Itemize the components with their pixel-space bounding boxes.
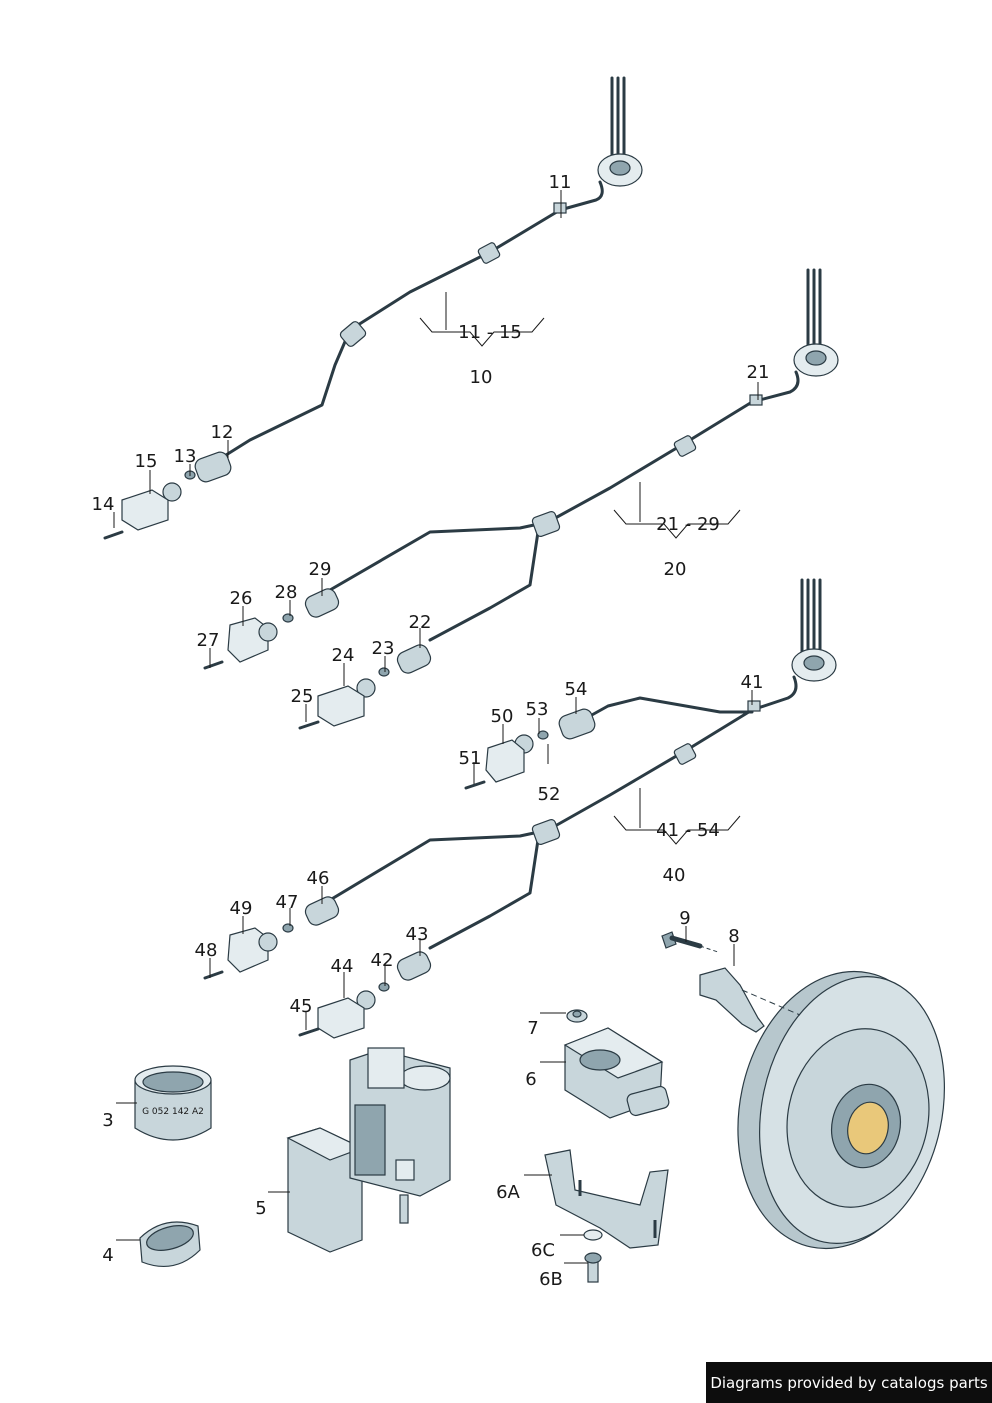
- label-part-5: 5: [255, 1198, 266, 1219]
- label-part-7: 7: [527, 1018, 538, 1039]
- label-part-6C: 6C: [531, 1240, 555, 1261]
- label-part-49: 49: [230, 898, 253, 919]
- label-part-27: 27: [197, 630, 220, 651]
- label-group-20: 20: [664, 559, 687, 580]
- label-part-24: 24: [332, 645, 355, 666]
- label-part-13: 13: [174, 446, 197, 467]
- label-part-29: 29: [309, 559, 332, 580]
- diagram-credit-banner: Diagrams provided by catalogs parts: [706, 1362, 992, 1403]
- brake-disc-assembly: [661, 931, 945, 1250]
- label-part-15: 15: [135, 451, 158, 472]
- label-part-43: 43: [406, 924, 429, 945]
- label-part-48: 48: [195, 940, 218, 961]
- label-part-4: 4: [102, 1245, 113, 1266]
- label-part-25: 25: [291, 686, 314, 707]
- part-labels: 11 11 - 15 10 12 13 15 14 21 21 - 29 20 …: [92, 172, 770, 1290]
- label-part-11: 11: [549, 172, 572, 193]
- label-part-12: 12: [211, 422, 234, 443]
- label-part-9: 9: [679, 908, 690, 929]
- label-part-6B: 6B: [539, 1269, 563, 1290]
- wiring-harness-40: [203, 578, 837, 1039]
- pump-unit-5: [286, 1047, 451, 1253]
- label-part-47: 47: [276, 892, 299, 913]
- label-group-10: 10: [470, 367, 493, 388]
- label-part-54: 54: [565, 679, 588, 700]
- sleeve-part-marking: G 052 142 A2: [142, 1107, 204, 1117]
- label-part-52: 52: [538, 784, 561, 805]
- label-part-8: 8: [728, 926, 739, 947]
- label-part-3: 3: [102, 1110, 113, 1131]
- label-group-40: 40: [663, 865, 686, 886]
- label-part-28: 28: [275, 582, 298, 603]
- label-part-26: 26: [230, 588, 253, 609]
- label-range-11-15: 11 - 15: [458, 322, 522, 343]
- label-part-41: 41: [741, 672, 764, 693]
- callout-lines: [113, 190, 759, 1264]
- label-part-42: 42: [371, 950, 394, 971]
- wiring-harness-10: [103, 76, 643, 540]
- label-part-46: 46: [307, 868, 330, 889]
- label-part-45: 45: [290, 996, 313, 1017]
- label-range-21-29: 21 - 29: [656, 514, 720, 535]
- label-part-23: 23: [372, 638, 395, 659]
- label-part-14: 14: [92, 494, 115, 515]
- label-range-41-54: 41 - 54: [656, 820, 720, 841]
- control-unit-6: [563, 1009, 670, 1119]
- label-part-22: 22: [409, 612, 432, 633]
- label-part-53: 53: [526, 699, 549, 720]
- grommet-4: [139, 1221, 201, 1268]
- mounting-bracket-6A: [544, 1149, 669, 1283]
- diagram-credit-text: Diagrams provided by catalogs parts: [710, 1373, 988, 1392]
- wiring-harness-20: [203, 268, 839, 730]
- label-part-50: 50: [491, 706, 514, 727]
- label-part-51: 51: [459, 748, 482, 769]
- sleeve-3: G 052 142 A2: [134, 1065, 212, 1141]
- label-part-6: 6: [525, 1069, 536, 1090]
- label-part-44: 44: [331, 956, 354, 977]
- label-part-6A: 6A: [496, 1182, 520, 1203]
- label-part-21: 21: [747, 362, 770, 383]
